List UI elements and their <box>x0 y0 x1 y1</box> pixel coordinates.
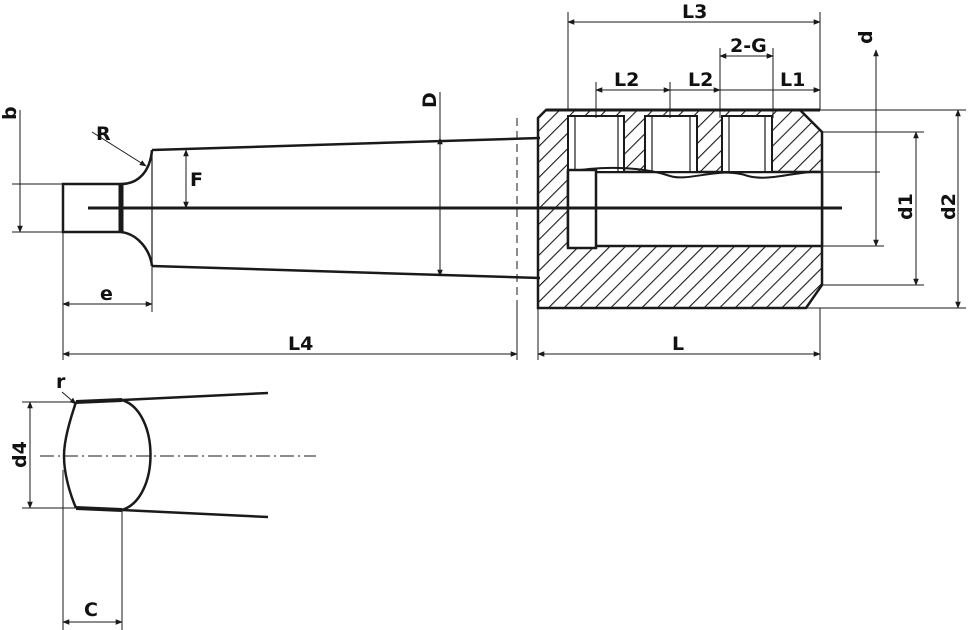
label-F: F <box>190 169 203 191</box>
label-D: D <box>419 92 441 108</box>
dim-L3 <box>567 12 821 110</box>
radius-leader <box>91 131 147 167</box>
label-R: R <box>96 123 111 145</box>
label-L4: L4 <box>288 333 313 355</box>
dim-d2 <box>806 109 966 309</box>
dim-C <box>62 470 123 630</box>
dim-d4 <box>22 401 76 509</box>
label-d: d <box>855 30 877 44</box>
label-L2-first: L2 <box>614 69 639 91</box>
labels: L3 2-G L2 L2 L1 d b R D F d1 d2 e L4 L r… <box>0 1 960 621</box>
dim-L <box>537 308 821 360</box>
label-L: L <box>672 333 684 355</box>
label-C: C <box>84 599 98 621</box>
label-L3: L3 <box>682 1 707 23</box>
label-L1: L1 <box>780 69 805 91</box>
dim-L2-L1 <box>595 82 821 118</box>
dim-b <box>12 110 63 233</box>
label-d2: d2 <box>938 193 960 220</box>
dim-L4 <box>62 300 518 360</box>
label-b: b <box>0 106 21 120</box>
label-d4: d4 <box>9 441 31 468</box>
detail-view <box>22 391 316 630</box>
dim-d1 <box>822 131 924 286</box>
main-view <box>12 12 966 360</box>
label-e: e <box>100 283 113 305</box>
dim-e <box>62 232 153 312</box>
dim-d <box>822 49 884 247</box>
neck-fillet <box>120 149 154 267</box>
dim-2G <box>719 48 774 118</box>
label-2G: 2-G <box>730 35 767 57</box>
r-leader <box>61 391 77 405</box>
label-d1: d1 <box>895 193 917 220</box>
label-L2-second: L2 <box>688 69 713 91</box>
label-r: r <box>56 371 66 393</box>
